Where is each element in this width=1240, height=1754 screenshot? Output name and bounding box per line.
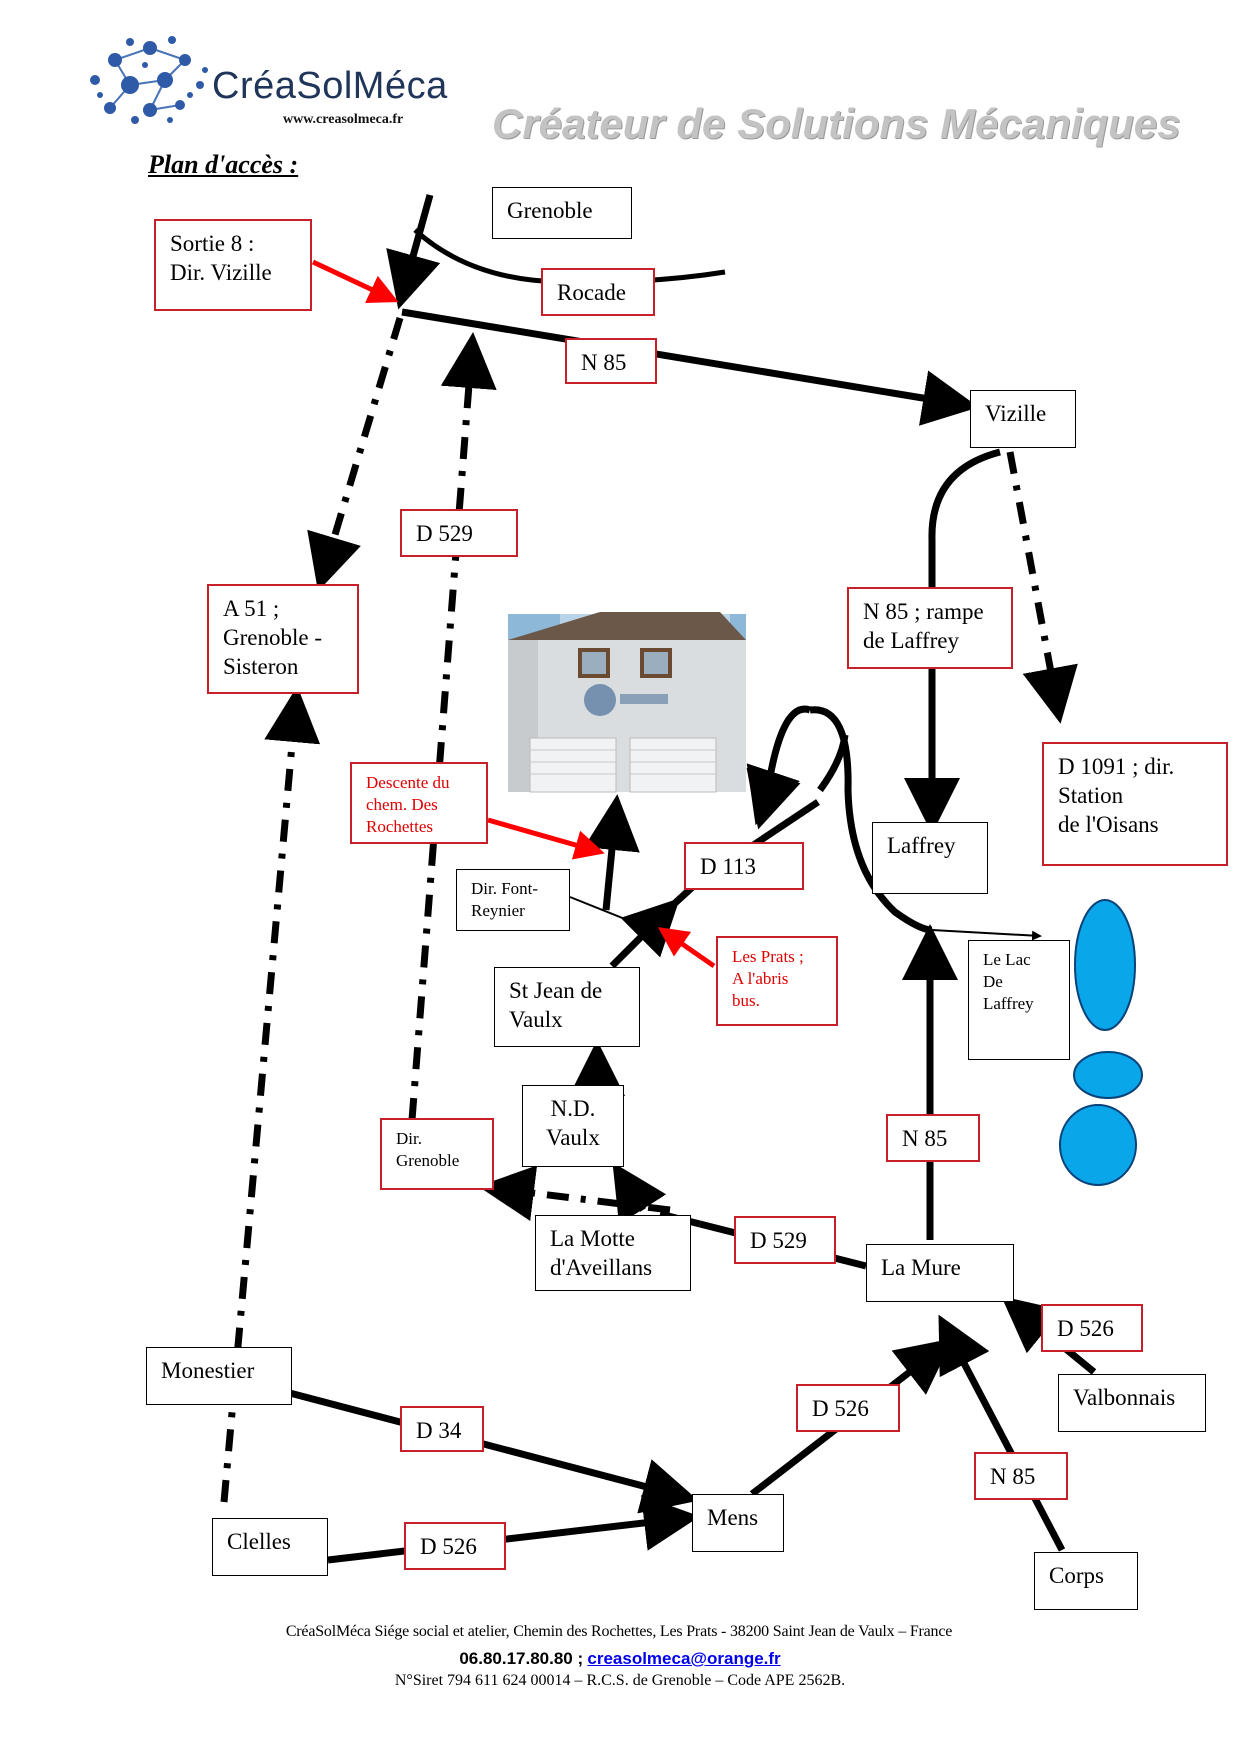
footer-siret: N°Siret 794 611 624 00014 – R.C.S. de Gr… [394,1672,846,1689]
label-d526-low: D 526 [404,1522,506,1570]
place-grenoble: Grenoble [492,187,632,239]
label-sortie-8: Sortie 8 : Dir. Vizille [154,219,312,311]
label-d529-top: D 529 [400,509,518,557]
place-vizille: Vizille [970,390,1076,448]
footer-email-link[interactable]: creasolmeca@orange.fr [587,1649,781,1668]
place-dir-font-reynier: Dir. Font- Reynier [456,869,570,931]
label-n85-mid: N 85 [886,1114,980,1162]
label-d526-mid: D 526 [796,1384,900,1432]
callout-les-prats: Les Prats ; A l'abris bus. [716,936,838,1026]
place-monestier: Monestier [146,1347,292,1405]
callout-descente-rochettes: Descente du chem. Des Rochettes [350,762,488,844]
plan-title: Plan d'accès : [148,150,299,179]
brand-name: CréaSolMéca [212,65,448,107]
brand-url[interactable]: www.creasolmeca.fr [283,112,404,127]
place-corps: Corps [1034,1552,1138,1610]
logo-mark [90,36,208,124]
label-n85-rampe-de-laffrey: N 85 ; rampe de Laffrey [847,587,1013,669]
place-lac-de-laffrey: Le Lac De Laffrey [968,940,1070,1060]
label-n85-low: N 85 [974,1452,1068,1500]
place-nd-vaulx: N.D. Vaulx [522,1085,624,1167]
label-a51: A 51 ; Grenoble - Sisteron [207,584,359,694]
place-mens: Mens [692,1494,784,1552]
company-building-photo [508,612,746,793]
place-la-motte-daveillans: La Motte d'Aveillans [535,1215,691,1291]
footer-phone: 06.80.17.80.80 ; [459,1649,584,1668]
label-dir-grenoble: Dir. Grenoble [380,1118,494,1190]
label-d1091: D 1091 ; dir. Station de l'Oisans [1042,742,1228,866]
place-clelles: Clelles [212,1518,328,1576]
footer-contact: 06.80.17.80.80 ; creasolmeca@orange.fr [0,1649,1240,1669]
lake-shapes [1059,899,1143,1186]
place-laffrey: Laffrey [872,822,988,894]
place-st-jean-de-vaulx: St Jean de Vaulx [494,967,640,1047]
label-n85-top: N 85 [565,338,657,384]
label-d34: D 34 [400,1406,484,1452]
label-d113: D 113 [684,842,804,890]
label-d526-right: D 526 [1041,1304,1143,1352]
label-rocade: Rocade [541,268,655,316]
place-valbonnais: Valbonnais [1058,1374,1206,1432]
place-la-mure: La Mure [866,1244,1014,1302]
tagline: Créateur de Solutions Mécaniques [492,100,1181,147]
footer-address: CréaSolMéca Siége social et atelier, Che… [285,1623,953,1640]
label-d529-low: D 529 [734,1216,836,1264]
